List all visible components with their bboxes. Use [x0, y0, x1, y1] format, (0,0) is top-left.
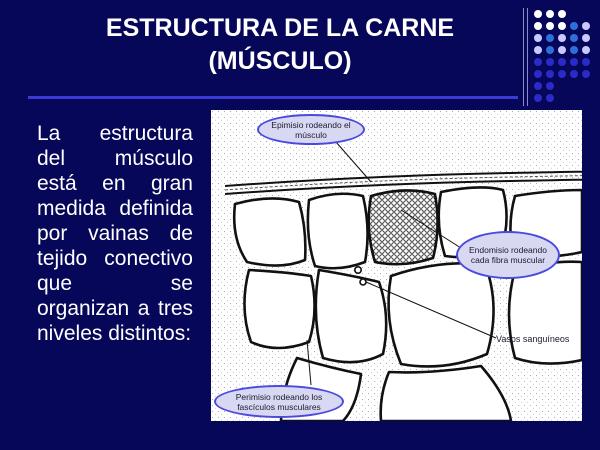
decor-dot — [570, 58, 578, 66]
decor-dot — [534, 46, 542, 54]
decor-dot — [546, 34, 554, 42]
title-line-2: (MÚSCULO) — [208, 47, 352, 75]
epimysium-callout: Epimisio rodeando el músculo — [257, 114, 365, 145]
dot-grid-icon — [534, 10, 590, 102]
decor-dot — [558, 70, 566, 78]
decor-dot — [534, 58, 542, 66]
muscle-structure-diagram: Epimisio rodeando el músculo Endomisio r… — [211, 110, 582, 421]
perimysium-callout: Perimisio rodeando los fascículos muscul… — [214, 385, 344, 418]
decor-dot — [534, 34, 542, 42]
decor-dot — [558, 58, 566, 66]
decor-dot — [570, 22, 578, 30]
decor-dot — [534, 22, 542, 30]
decor-dot — [546, 22, 554, 30]
vertical-divider-line — [523, 8, 524, 106]
decor-dot — [570, 46, 578, 54]
body-text: La estructura del músculo está en gran m… — [37, 122, 193, 345]
title-underline — [28, 96, 518, 99]
decor-dot — [570, 34, 578, 42]
decor-dot — [534, 94, 542, 102]
decor-dot — [546, 82, 554, 90]
decor-dot — [534, 10, 542, 18]
decor-dot — [534, 82, 542, 90]
decor-dot — [582, 58, 590, 66]
decor-dot — [582, 22, 590, 30]
decor-dot — [546, 58, 554, 66]
decor-dot — [558, 22, 566, 30]
endomysium-callout: Endomisio rodeando cada fibra muscular — [456, 231, 560, 279]
decor-dot — [546, 46, 554, 54]
decor-dot — [546, 94, 554, 102]
decor-dot — [582, 34, 590, 42]
decor-dot — [534, 70, 542, 78]
title-line-1: ESTRUCTURA DE LA CARNE — [105, 14, 455, 42]
vertical-divider-line — [527, 8, 528, 106]
decor-dot — [582, 46, 590, 54]
slide-title: ESTRUCTURA DE LA CARNE (MÚSCULO) — [60, 12, 500, 78]
decor-dot — [546, 10, 554, 18]
decor-dot — [582, 70, 590, 78]
blood-vessels-label: Vasos sanguíneos — [496, 334, 570, 344]
decor-dot — [570, 70, 578, 78]
decor-dot — [558, 34, 566, 42]
decor-dot — [558, 46, 566, 54]
decor-dot — [558, 10, 566, 18]
decor-dot — [546, 70, 554, 78]
